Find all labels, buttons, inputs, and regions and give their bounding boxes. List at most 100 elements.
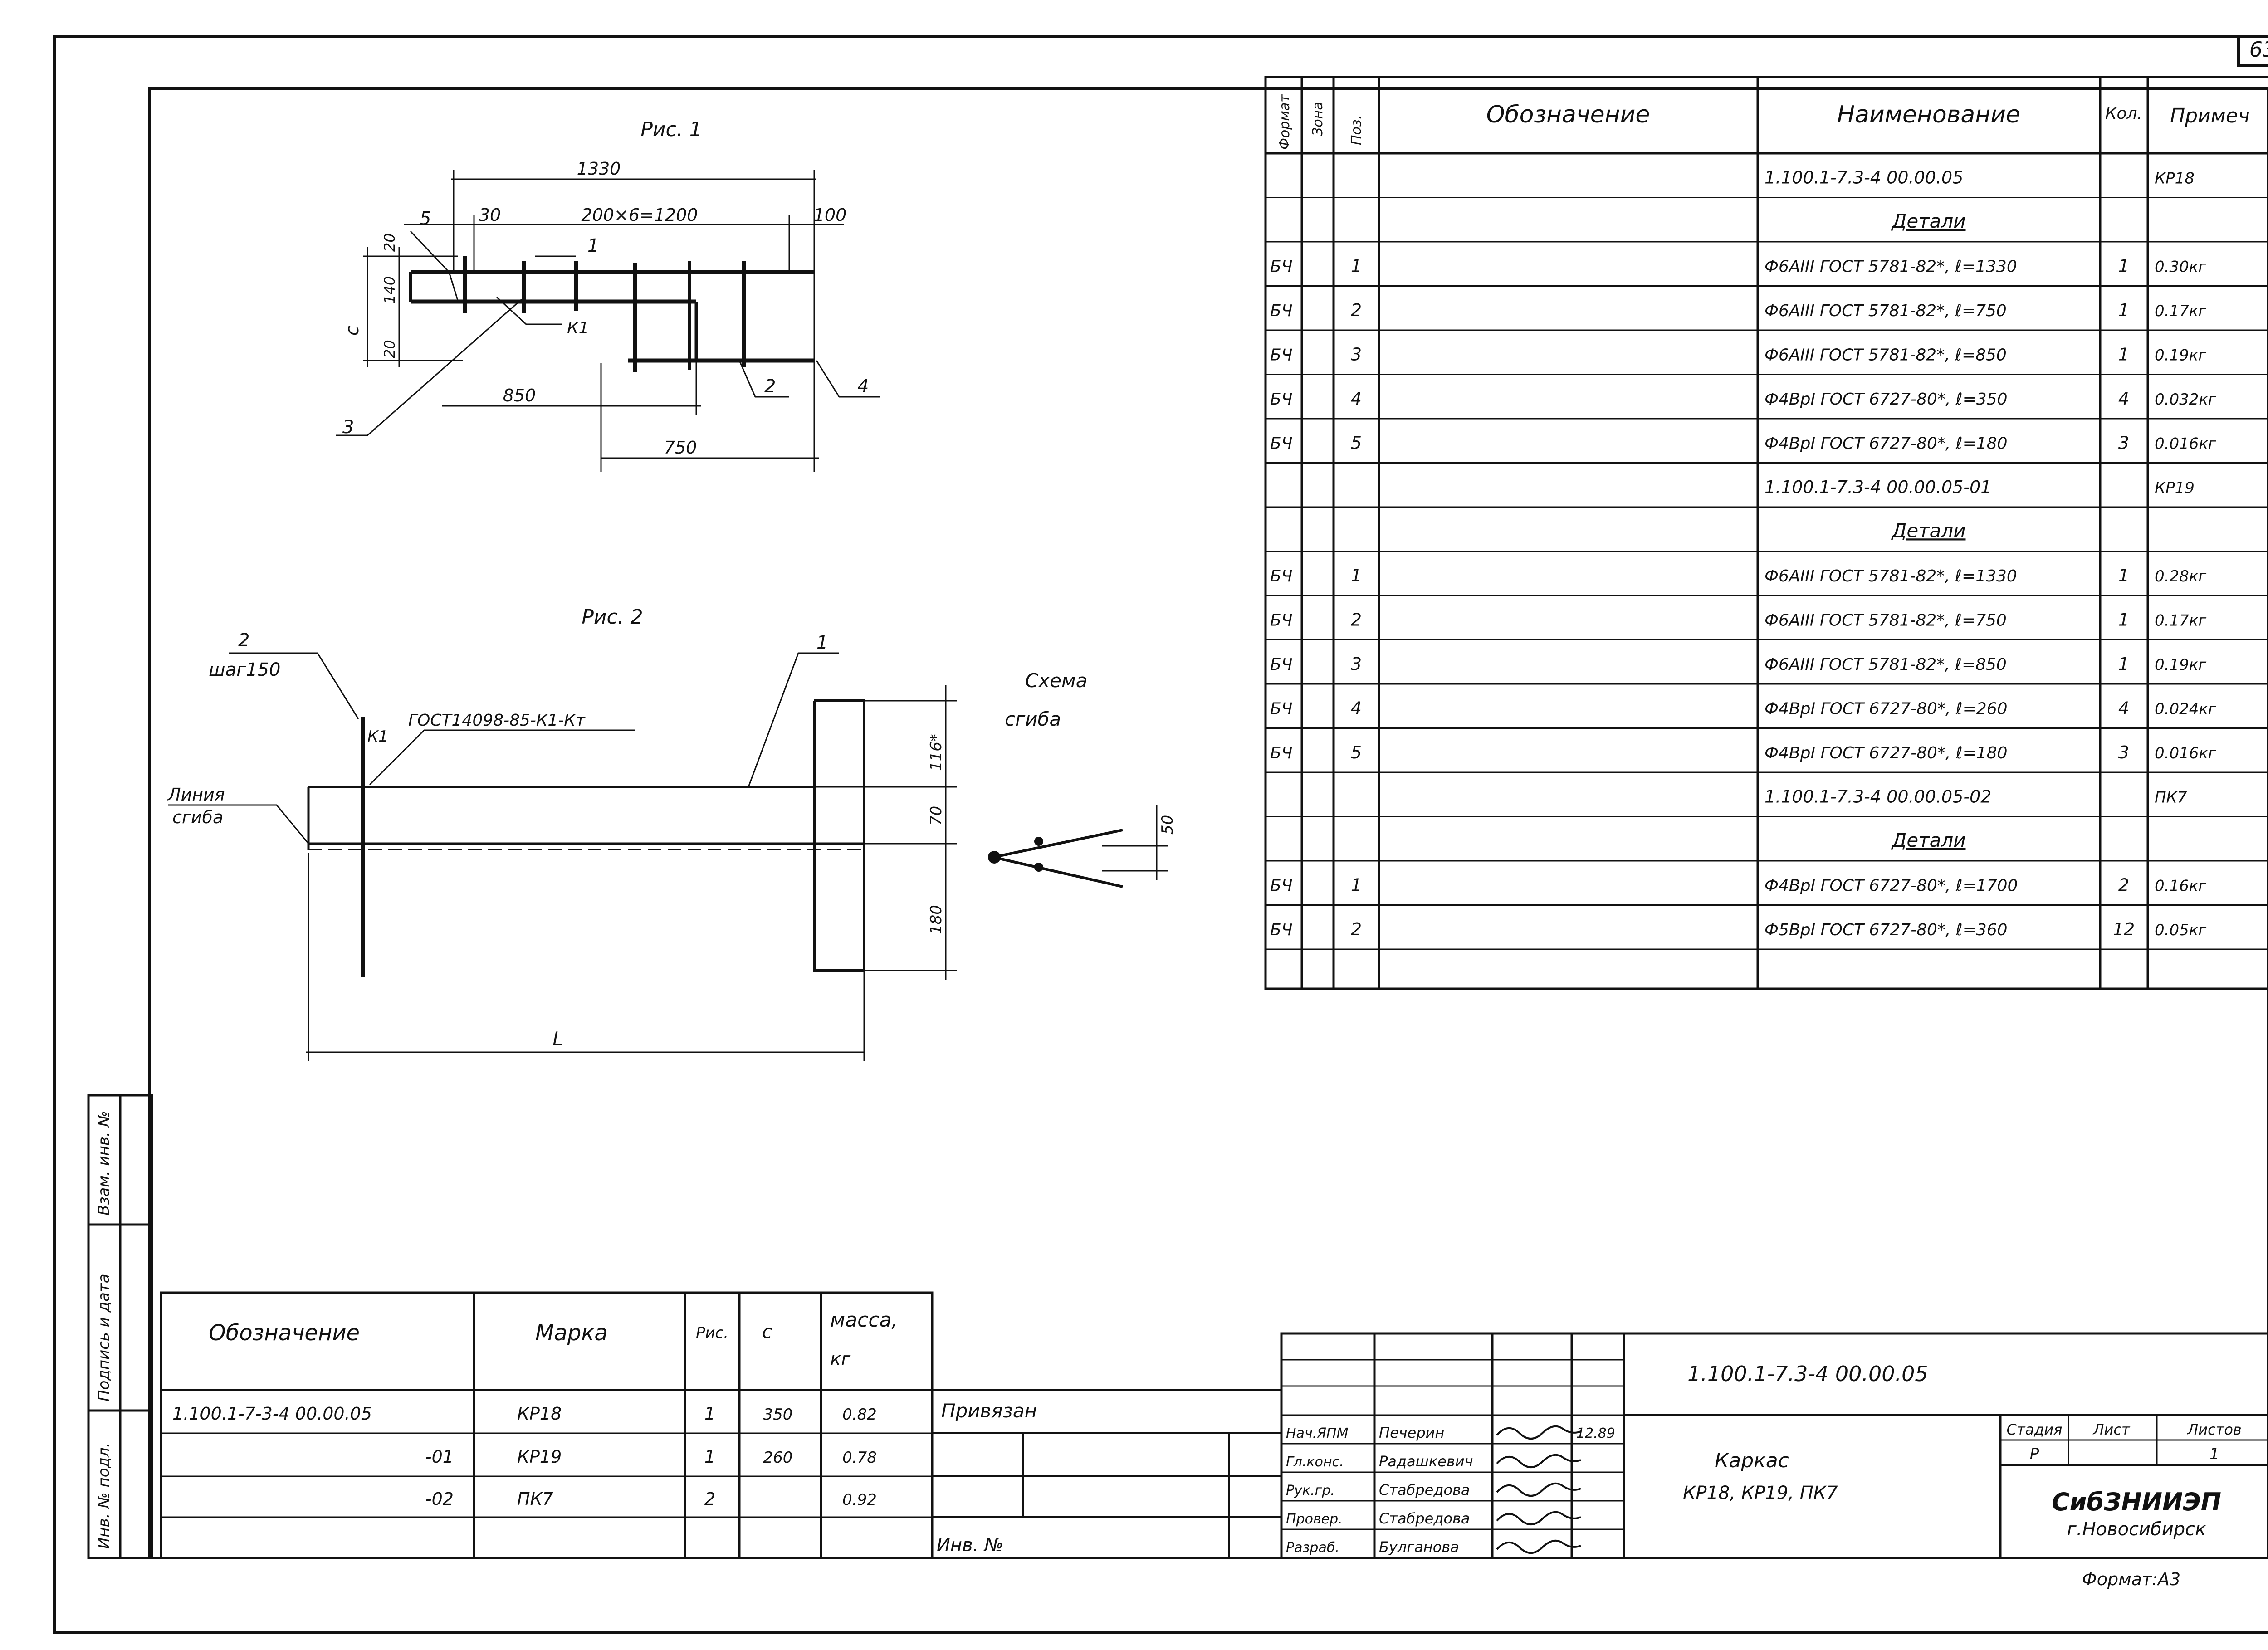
spec-cell-note: 0.024кг: [2155, 700, 2217, 718]
spec-cell-format: БЧ: [1270, 346, 1292, 364]
title-sheets: 1: [2209, 1445, 2219, 1463]
title-doc-code: 1.100.1-7.3-4 00.00.05: [1687, 1362, 1928, 1386]
spec-cell-name: Ф6АIII ГОСТ 5781-82*, ℓ=750: [1765, 611, 2007, 630]
bend-wire-dot-top: [1034, 837, 1043, 846]
fig2-geometry: [168, 652, 957, 1061]
spec-cell-pos: 2: [1351, 610, 1362, 630]
fig2-weld-k1: К1: [367, 727, 388, 746]
spec-cell-format: БЧ: [1270, 876, 1292, 895]
binding-inv: Инв. №: [937, 1535, 1003, 1556]
spec-cell-note: 0.28кг: [2155, 567, 2207, 586]
spec-cell-pos: 4: [1351, 698, 1362, 718]
spec-cell-name: 1.100.1-7.3-4 00.00.05: [1765, 167, 1963, 187]
fig1-dim-total: 1330: [577, 159, 621, 179]
spec-cell-note: 0.17кг: [2155, 302, 2207, 320]
spec-cell-name: Ф6АIII ГОСТ 5781-82*, ℓ=750: [1765, 302, 2007, 320]
marks-cell-mark: ПК7: [517, 1489, 553, 1509]
fig1-callout-4: 4: [857, 376, 869, 397]
fig1-callout-2: 2: [764, 376, 776, 397]
spec-header-pos: Поз.: [1349, 115, 1364, 145]
spec-cell-pos: 4: [1351, 389, 1362, 409]
marks-cell-fig: 2: [704, 1489, 715, 1509]
spec-cell-name: Ф5ВрI ГОСТ 6727-80*, ℓ=360: [1765, 921, 2008, 939]
title-sheets-label: Листов: [2187, 1421, 2242, 1438]
fig2-dim-L: L: [552, 1028, 563, 1050]
marks-header-mass-2: кг: [830, 1349, 851, 1370]
fig1-callout-1: 1: [587, 235, 599, 256]
spec-cell-name: Ф4ВрI ГОСТ 6727-80*, ℓ=1700: [1765, 876, 2018, 895]
spec-cell-qty: 4: [2118, 698, 2129, 718]
fig2-leader1: 1: [816, 632, 828, 653]
title-stage: Р: [2030, 1445, 2039, 1463]
page-number: 63: [2249, 37, 2268, 62]
signer-name: Стабредова: [1379, 1510, 1470, 1527]
spec-cell-pos: 2: [1351, 919, 1362, 939]
spec-cell-note: 0.30кг: [2155, 258, 2207, 276]
bend-scheme-title-2: сгиба: [1005, 708, 1061, 730]
spec-cell-pos: 5: [1351, 742, 1362, 762]
spec-cell-pos: 1: [1351, 566, 1362, 586]
spec-header-qty: Кол.: [2105, 104, 2142, 123]
fig1-dim-v140: 140: [381, 276, 398, 304]
spec-cell-name: 1.100.1-7.3-4 00.00.05-01: [1765, 477, 1991, 497]
spec-cell-qty: 12: [2113, 919, 2135, 939]
signature-mark: [1496, 1482, 1581, 1497]
spec-header-note: Примеч: [2170, 104, 2250, 127]
marks-cell-c: 350: [763, 1406, 793, 1424]
fig1-dim-left: 30: [479, 205, 501, 225]
fig2: Рис. 2 2 шаг150: [167, 605, 957, 1061]
title-stage-label: Стадия: [2007, 1421, 2063, 1438]
title-name-2: КР18, КР19, ПК7: [1683, 1483, 1838, 1504]
spec-header-name: Наименование: [1837, 101, 2020, 128]
fig1-callout-k1: К1: [567, 319, 589, 337]
marks-header-mark: Марка: [535, 1320, 608, 1346]
spec-cell-name: Ф6АIII ГОСТ 5781-82*, ℓ=1330: [1765, 567, 2017, 586]
spec-cell-format: БЧ: [1270, 390, 1292, 409]
signer-name: Печерин: [1379, 1424, 1444, 1441]
fig2-dim-bottom: 180: [927, 905, 945, 934]
marks-cell-mark: КР18: [517, 1404, 562, 1424]
signature-mark: [1496, 1454, 1581, 1468]
marks-cell-c: 260: [763, 1449, 793, 1467]
fig2-leader2-top: 2: [238, 630, 249, 651]
fig2-weld-mark: ГОСТ14098-85-К1-Кт: [408, 711, 586, 730]
fig1-callout-3: 3: [342, 417, 354, 438]
signer-role: Провер.: [1286, 1511, 1343, 1527]
marks-table: Обозначение Марка Рис. c масса, кг 1.100…: [160, 1291, 934, 1559]
fig2-dim-top: 116*: [927, 734, 945, 771]
side-stamp-replace-inv: Взам. инв. №: [95, 1111, 113, 1216]
spec-cell-pos: 5: [1351, 433, 1362, 453]
marks-header-fig: Рис.: [696, 1324, 728, 1342]
spec-cell-qty: 1: [2118, 566, 2129, 586]
title-name-1: Каркас: [1715, 1449, 1789, 1472]
spec-cell-pos: 1: [1351, 875, 1362, 895]
signer-role: Рук.гр.: [1286, 1483, 1335, 1499]
bend-scheme-dim: 50: [1158, 815, 1177, 835]
fig1-caption: Рис. 1: [640, 118, 702, 141]
spec-cell-qty: 1: [2118, 300, 2129, 320]
spec-cell-note: 0.19кг: [2155, 656, 2207, 674]
spec-cell-name: Детали: [1891, 210, 1966, 232]
spec-header-zone: Зона: [1310, 102, 1326, 136]
spec-cell-name: Ф4ВрI ГОСТ 6727-80*, ℓ=260: [1765, 699, 2008, 718]
side-stamp: Взам. инв. № Подпись и дата Инв. № подл.: [87, 1094, 153, 1559]
marks-header-c: c: [762, 1322, 772, 1342]
title-format: Формат:А3: [2082, 1569, 2180, 1589]
fig1-callout-5: 5: [420, 208, 431, 229]
spec-cell-note: 0.016кг: [2155, 434, 2217, 453]
fig2-fold-line-1: Линия: [167, 785, 225, 805]
marks-cell-mass: 0.92: [842, 1491, 877, 1509]
signer-name: Булганова: [1379, 1538, 1459, 1556]
fig1-dim-right: 100: [814, 205, 847, 225]
signer-name: Стабредова: [1379, 1481, 1470, 1499]
spec-cell-qty: 1: [2118, 610, 2129, 630]
spec-cell-qty: 1: [2118, 344, 2129, 364]
marks-cell-fig: 1: [704, 1447, 715, 1467]
binding-label: Привязан: [941, 1400, 1037, 1422]
spec-cell-pos: 1: [1351, 256, 1362, 276]
signature-mark: [1496, 1425, 1581, 1440]
title-org-2: г.Новосибирск: [2067, 1519, 2206, 1540]
spec-cell-note: КР19: [2155, 479, 2195, 497]
signer-name: Радашкевич: [1379, 1453, 1473, 1470]
